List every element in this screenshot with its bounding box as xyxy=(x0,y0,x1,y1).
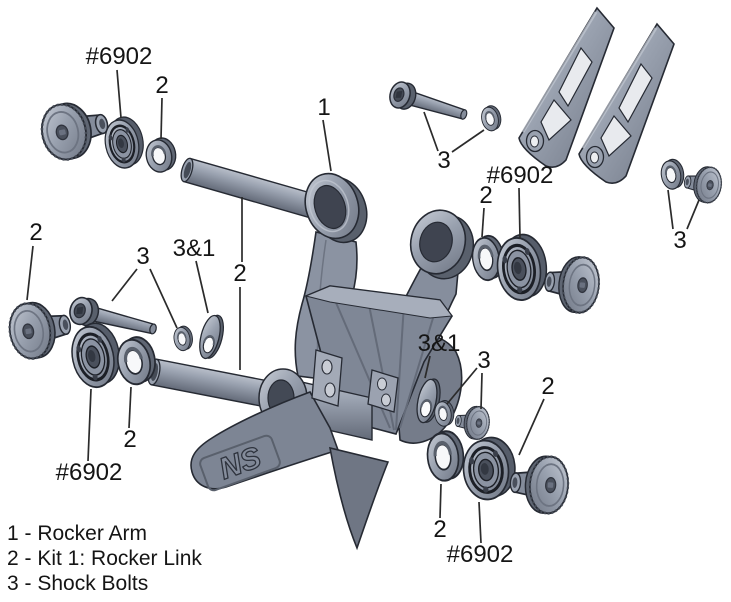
axle-cap-top-left xyxy=(35,94,115,165)
bearing-6902-right xyxy=(491,230,553,305)
link-plate-mid xyxy=(194,311,229,363)
rocker-lower-left-arm xyxy=(190,391,340,490)
rocker-upper-right-eye xyxy=(409,209,475,280)
shock-bolt-bottom xyxy=(452,403,492,442)
rocker-bottom-fin xyxy=(328,446,390,551)
shock-bolt-top xyxy=(386,78,472,129)
washer-mid-small xyxy=(171,323,196,353)
axle-cap-bottom-right xyxy=(507,452,572,516)
rocker-mount-tab-right xyxy=(367,369,399,413)
rocker-upper-left-eye xyxy=(304,172,368,244)
washer-top-small xyxy=(478,102,505,134)
rocker-arm: NS xyxy=(190,172,475,551)
axle-cap-left xyxy=(4,295,77,364)
bearing-6902-bottom-left xyxy=(64,317,127,393)
legend-item-shock-bolts: 3 - Shock Bolts xyxy=(7,572,149,595)
shock-link-plates xyxy=(517,6,676,185)
legend-item-rocker-arm: 1 - Rocker Arm xyxy=(7,522,148,545)
shock-bolt-far-right xyxy=(681,163,725,206)
legend: 1 - Rocker Arm 2 - Kit 1: Rocker Link 3 … xyxy=(7,521,202,596)
legend-item-rocker-link: 2 - Kit 1: Rocker Link xyxy=(7,547,202,570)
washer-far-right xyxy=(657,156,688,192)
leader-lines xyxy=(26,69,700,544)
rocker-mount-tab-left xyxy=(311,349,343,407)
axle-cap-right xyxy=(540,252,603,316)
washer-top-left xyxy=(141,134,181,176)
bearing-6902-bottom-center xyxy=(458,433,520,504)
